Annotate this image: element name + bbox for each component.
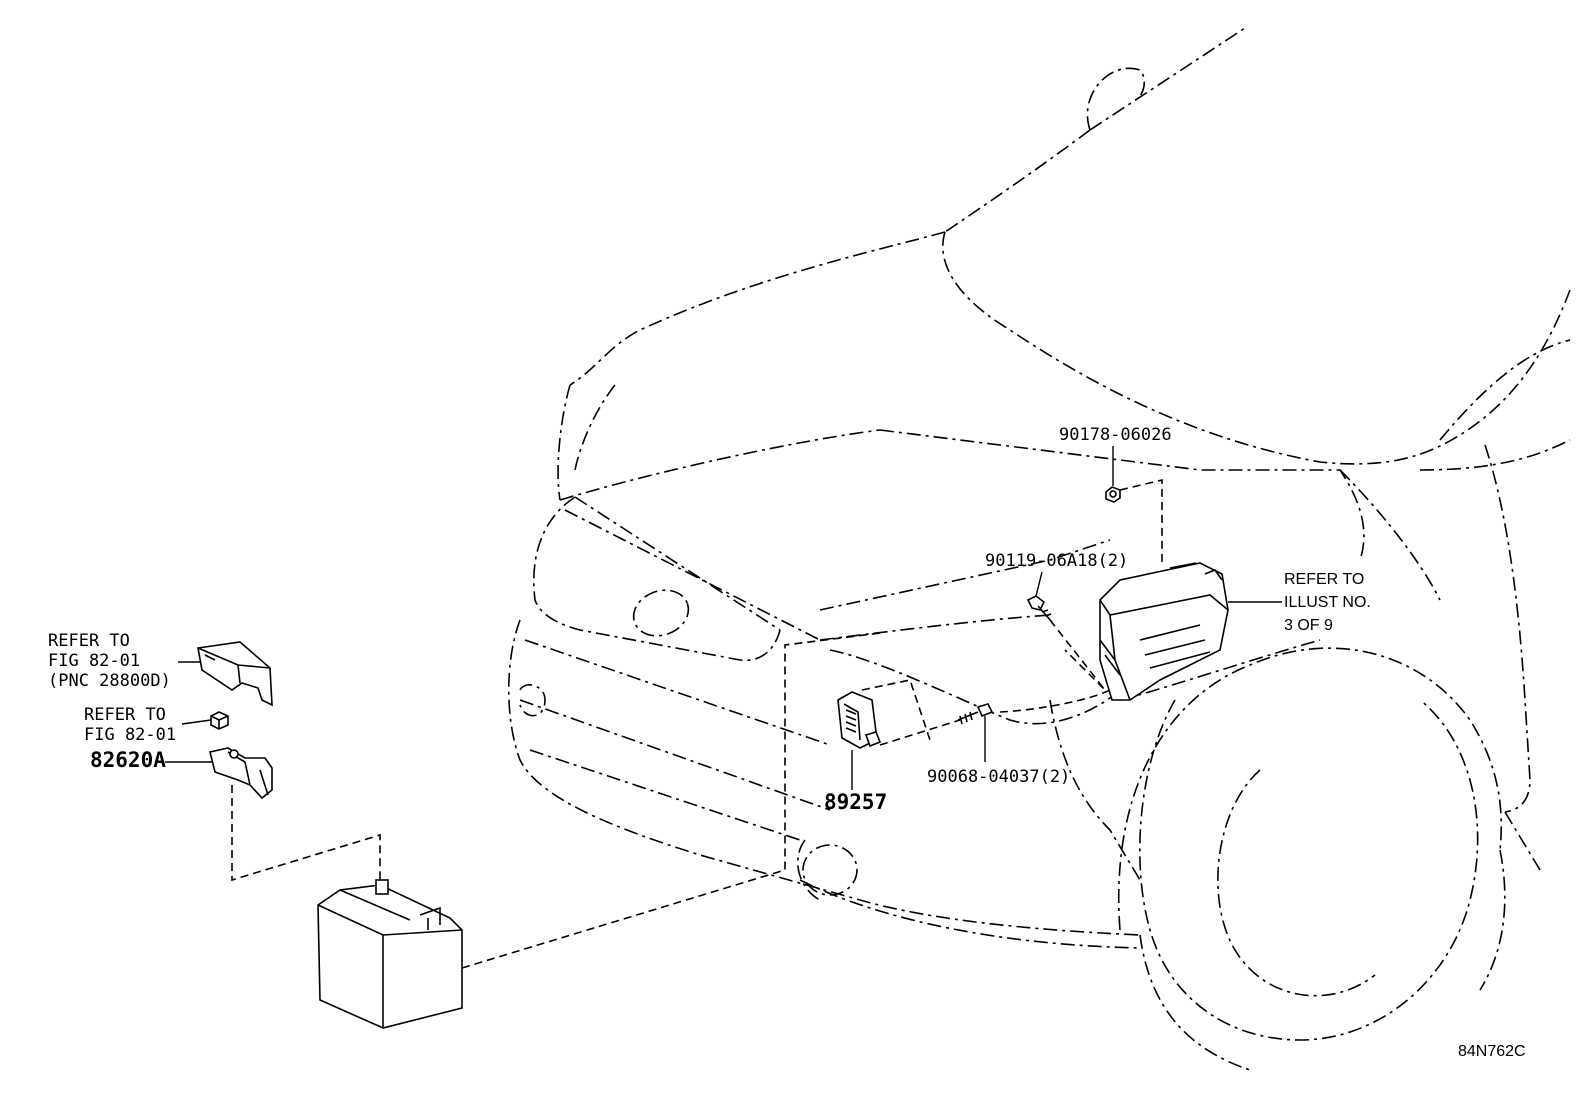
label-refer-fig: REFER TO FIG 82-01 — [84, 705, 177, 745]
label-part-90178-06026: 90178-06026 — [1059, 425, 1172, 445]
label-refer-fig-pnc: REFER TO FIG 82-01 (PNC 28800D) — [48, 631, 171, 691]
label-part-90068-04037: 90068-04037(2) — [927, 767, 1071, 787]
battery — [317, 879, 463, 1029]
label-part-90119-06a18: 90119-06A18(2) — [985, 551, 1129, 571]
label-leader-lines — [165, 446, 1282, 790]
label-part-89257: 89257 — [824, 790, 888, 814]
figure-code: 84N762C — [1458, 1043, 1526, 1060]
bolt-upper — [1026, 595, 1053, 623]
battery-sensor-cover — [197, 641, 273, 707]
label-refer-illust: REFER TO ILLUST NO. 3 OF 9 — [1284, 571, 1371, 634]
bolt-lower — [957, 703, 994, 725]
battery-bracket — [209, 747, 273, 800]
sensor-unit — [837, 691, 882, 749]
nut-upper — [1105, 486, 1121, 503]
assembly-leaders — [231, 478, 1163, 969]
label-part-82620a: 82620A — [90, 748, 166, 772]
nut-small — [210, 711, 229, 730]
vehicle-outline — [508, 27, 1571, 1071]
junction-block — [1099, 562, 1229, 701]
